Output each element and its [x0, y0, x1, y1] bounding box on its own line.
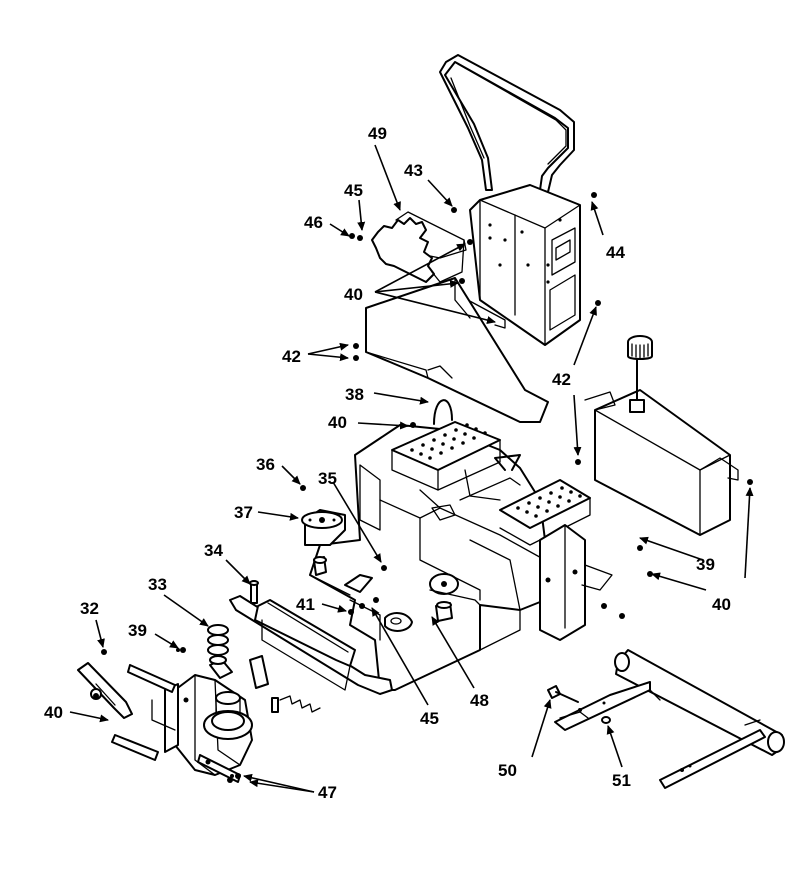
- plate-hole: [432, 438, 436, 442]
- cable-clip: [433, 399, 453, 425]
- plate-hole: [527, 501, 531, 505]
- callout-49: 49: [368, 124, 387, 143]
- callout-33: 33: [148, 575, 167, 594]
- plate-hole: [465, 423, 469, 427]
- callout-42-left: 42: [282, 347, 301, 366]
- plate-hole: [410, 448, 414, 452]
- callout-32: 32: [80, 599, 99, 618]
- plate-hole: [547, 500, 551, 504]
- plate-hole: [419, 452, 423, 456]
- callout-39-left: 39: [128, 621, 147, 640]
- plate-hole: [536, 505, 540, 509]
- callout-40-right: 40: [712, 595, 731, 614]
- plate-hole: [545, 509, 549, 513]
- plate-hole: [441, 442, 445, 446]
- plate-hole: [428, 456, 432, 460]
- callout-35: 35: [318, 469, 337, 488]
- callout-51: 51: [612, 771, 631, 790]
- plate-hole: [558, 495, 562, 499]
- plate-hole: [578, 494, 582, 498]
- plate-hole: [443, 433, 447, 437]
- handle-bar: [439, 54, 575, 193]
- fuel-tank: [584, 335, 739, 536]
- plate-hole: [483, 431, 487, 435]
- plate-hole: [556, 504, 560, 508]
- callout-43: 43: [404, 161, 423, 180]
- footrest-bar: [547, 649, 785, 789]
- plate-hole: [516, 506, 520, 510]
- plate-hole: [450, 446, 454, 450]
- pulley-bracket: [344, 573, 481, 632]
- callout-37: 37: [234, 503, 253, 522]
- shaft-assembly: [229, 580, 393, 695]
- callout-48: 48: [470, 691, 489, 710]
- gearbox-assembly: [77, 624, 321, 783]
- callout-42-right: 42: [552, 370, 571, 389]
- callout-38: 38: [345, 385, 364, 404]
- callout-45-upper: 45: [344, 181, 363, 200]
- plate-hole: [569, 490, 573, 494]
- plate-hole: [534, 514, 538, 518]
- gear-sector: [371, 211, 467, 283]
- callout-labels: 49 43 45 46 44 40 42 42 38 40 36 35 37 3…: [44, 124, 731, 802]
- control-tower: [439, 184, 581, 346]
- plate-hole: [463, 432, 467, 436]
- mounting-plate: [301, 509, 346, 576]
- plate-hole: [538, 496, 542, 500]
- plate-hole: [430, 447, 434, 451]
- callout-44: 44: [606, 243, 625, 262]
- callout-34: 34: [204, 541, 223, 560]
- plate-hole: [454, 428, 458, 432]
- fasteners: [93, 192, 753, 783]
- callout-40-mid: 40: [328, 413, 347, 432]
- callout-45-lower: 45: [420, 709, 439, 728]
- plate-hole: [567, 499, 571, 503]
- plate-hole: [560, 486, 564, 490]
- plate-hole: [439, 451, 443, 455]
- plate-hole: [472, 436, 476, 440]
- callout-40-upper: 40: [344, 285, 363, 304]
- callout-50: 50: [498, 761, 517, 780]
- plate-hole: [452, 437, 456, 441]
- plate-hole: [549, 491, 553, 495]
- plate-hole: [421, 443, 425, 447]
- callout-46: 46: [304, 213, 323, 232]
- callout-40-left: 40: [44, 703, 63, 722]
- callout-39-right: 39: [696, 555, 715, 574]
- plate-hole: [474, 427, 478, 431]
- callout-47: 47: [318, 783, 337, 802]
- plate-hole: [461, 441, 465, 445]
- callout-36: 36: [256, 455, 275, 474]
- plate-hole: [525, 510, 529, 514]
- main-housing: [309, 421, 613, 691]
- callout-41: 41: [296, 595, 315, 614]
- leader-lines: [69, 144, 754, 793]
